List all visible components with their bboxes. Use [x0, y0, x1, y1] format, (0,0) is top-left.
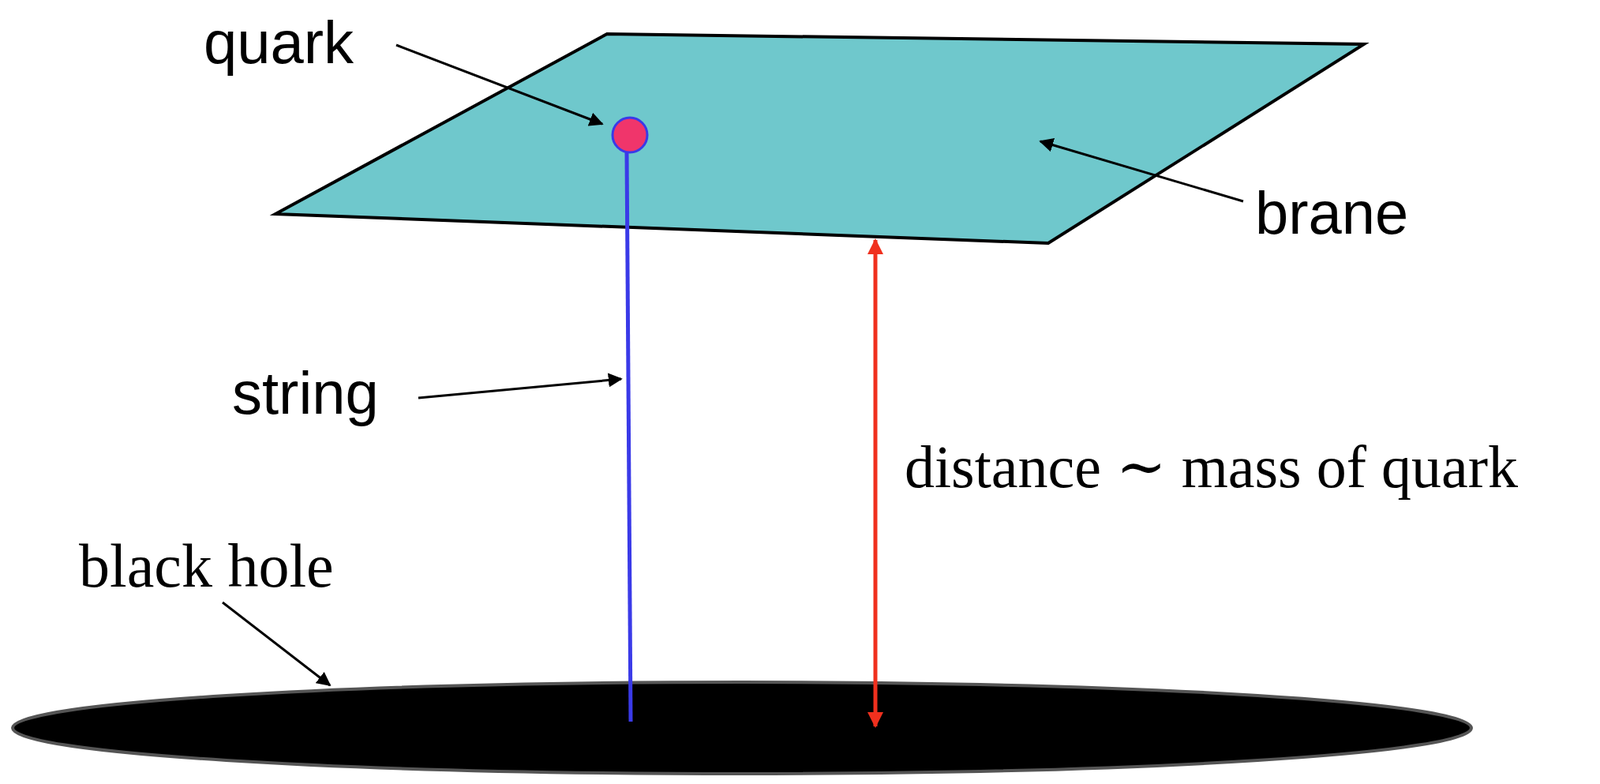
relation-note: distance ∼ mass of quark [904, 434, 1518, 501]
part-label: black hole [78, 532, 334, 600]
black-hole-ellipse [12, 681, 1472, 774]
distance-arrow [873, 239, 878, 727]
leader-line [1040, 141, 1244, 202]
leader-line [418, 378, 622, 398]
leader-line [396, 44, 603, 124]
leader-line [222, 602, 330, 686]
part-label: quark [203, 9, 354, 76]
string-line [626, 151, 631, 722]
part-label: string [232, 359, 379, 427]
brane-plane [275, 33, 1364, 244]
quark-dot [612, 117, 648, 153]
part-label: brane [1255, 179, 1409, 247]
